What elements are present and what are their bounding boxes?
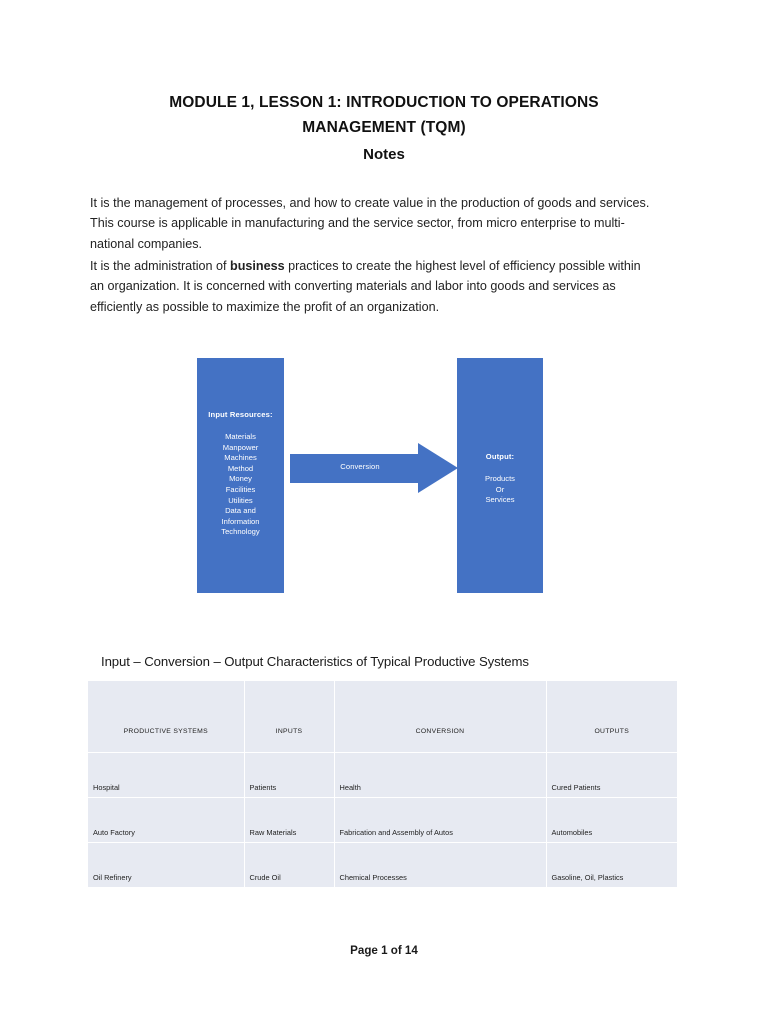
definition-text-after: practices to create the highest level of… xyxy=(90,258,641,314)
cell-conversion: Fabrication and Assembly of Autos xyxy=(334,797,547,843)
cell-outputs: Automobiles xyxy=(546,797,677,843)
table-row: Hospital Patients Health Cured Patients xyxy=(88,752,677,798)
diagram-output-box: Output: Products Or Services xyxy=(457,358,543,593)
cell-conversion: Chemical Processes xyxy=(334,842,547,887)
page-title-line-2: MANAGEMENT (TQM) xyxy=(302,119,466,136)
intro-paragraph: It is the management of processes, and h… xyxy=(90,195,650,251)
page-footer: Page 1 of 14 xyxy=(350,944,418,957)
table-row: Auto Factory Raw Materials Fabrication a… xyxy=(88,797,677,843)
diagram-input-box: Input Resources: Materials Manpower Mach… xyxy=(197,358,284,593)
diagram-input-heading: Input Resources: xyxy=(208,410,273,419)
cell-system: Hospital xyxy=(88,752,245,798)
column-header-productive-systems: PRODUCTIVE SYSTEMS xyxy=(88,681,245,753)
cell-conversion: Health xyxy=(334,752,547,798)
cell-system: Auto Factory xyxy=(88,797,245,843)
page-title: MODULE 1, LESSON 1: INTRODUCTION TO OPER… xyxy=(96,90,672,140)
cell-system: Oil Refinery xyxy=(88,842,245,887)
column-header-conversion: CONVERSION xyxy=(334,681,547,753)
cell-outputs: Cured Patients xyxy=(546,752,677,798)
productive-systems-table: PRODUCTIVE SYSTEMS INPUTS CONVERSION OUT… xyxy=(88,681,677,887)
cell-inputs: Raw Materials xyxy=(244,797,335,843)
cell-inputs: Patients xyxy=(244,752,335,798)
page-subtitle: Notes xyxy=(363,146,405,163)
definition-text-before: It is the administration of xyxy=(90,258,230,273)
diagram-input-list: Materials Manpower Machines Method Money… xyxy=(221,432,260,537)
table-header-row: PRODUCTIVE SYSTEMS INPUTS CONVERSION OUT… xyxy=(88,681,677,753)
page-title-line-1: MODULE 1, LESSON 1: INTRODUCTION TO OPER… xyxy=(169,94,599,111)
cell-inputs: Crude Oil xyxy=(244,842,335,887)
conversion-arrow-head xyxy=(418,443,458,493)
diagram-output-list: Products Or Services xyxy=(485,474,515,505)
definition-paragraph: It is the administration of business pra… xyxy=(90,256,657,318)
definition-keyword: business xyxy=(230,258,285,273)
cell-outputs: Gasoline, Oil, Plastics xyxy=(546,842,677,887)
column-header-outputs: OUTPUTS xyxy=(546,681,677,753)
conversion-arrow-shaft xyxy=(290,454,430,483)
table-row: Oil Refinery Crude Oil Chemical Processe… xyxy=(88,842,677,887)
conversion-arrow-label: Conversion xyxy=(340,462,380,471)
diagram-output-heading: Output: xyxy=(485,452,515,461)
table-caption: Input – Conversion – Output Characterist… xyxy=(101,654,529,669)
column-header-inputs: INPUTS xyxy=(244,681,335,753)
